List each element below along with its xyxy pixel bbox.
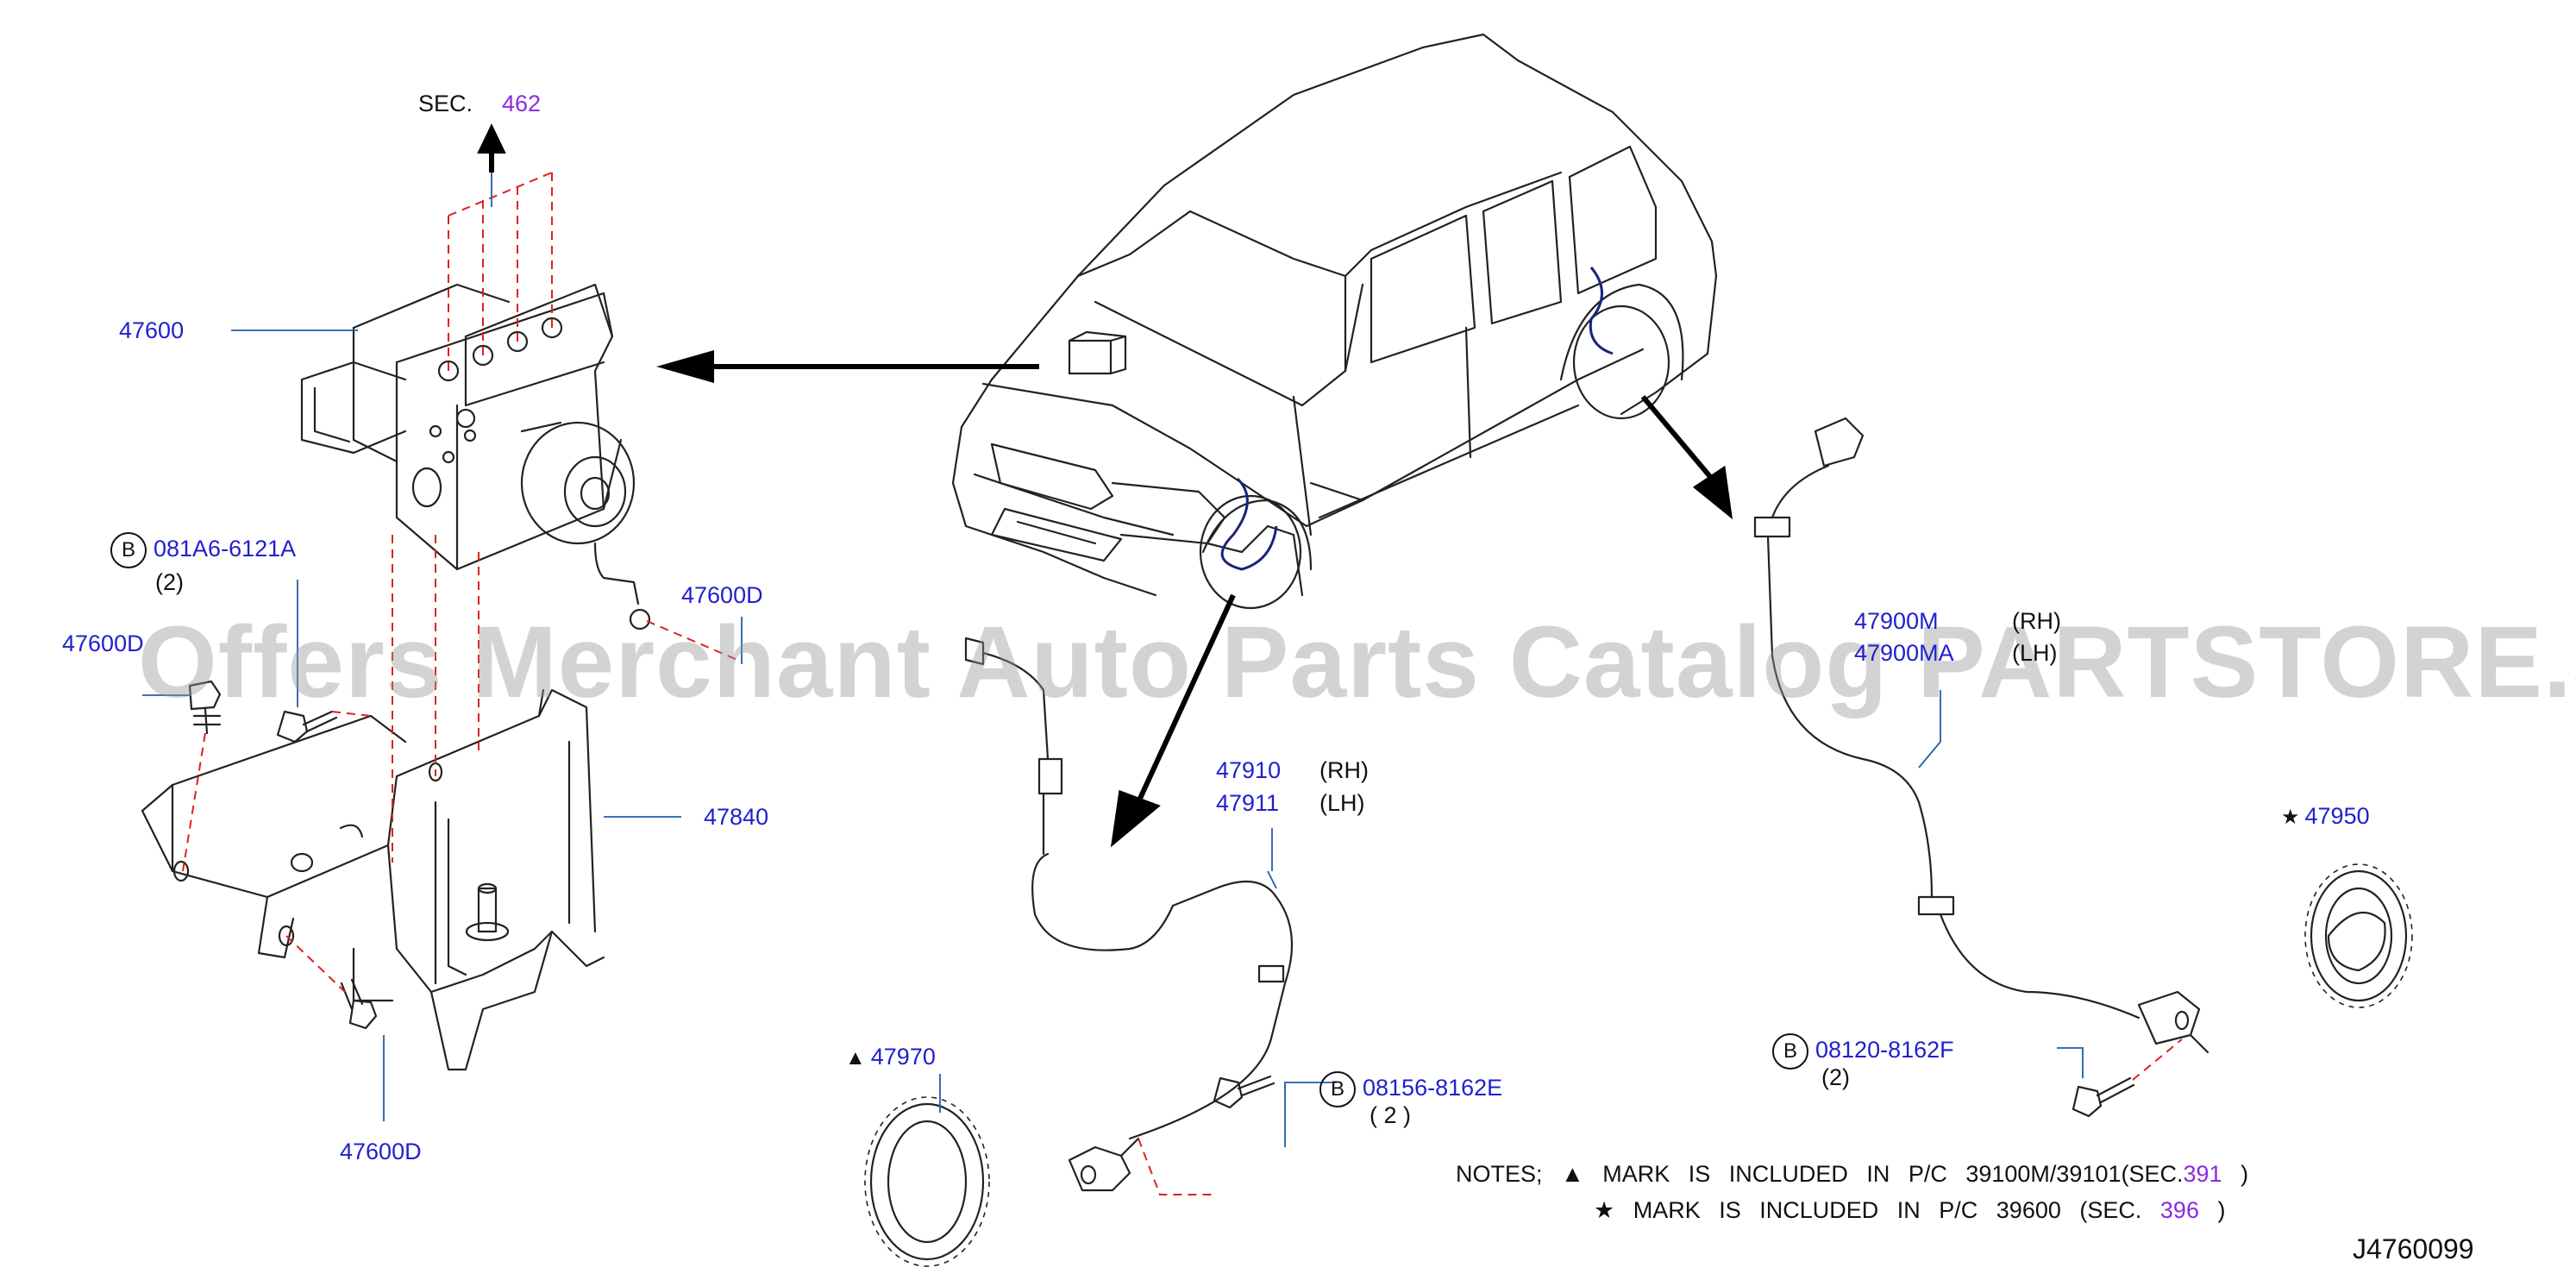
bolt-081A6-label: B 081A6-6121A (110, 532, 296, 568)
notes-line-1-text: MARK IS INCLUDED IN P/C 39100M/39101(SEC… (1602, 1161, 2184, 1187)
dashed-assembly-lines (182, 172, 2183, 1195)
part-47840-label[interactable]: 47840 (704, 804, 769, 830)
document-id: J4760099 (2353, 1233, 2474, 1264)
lh-47911-label: (LH) (1319, 790, 1365, 816)
star-mark-icon: ★ (2281, 806, 2300, 829)
notes-line-1-close: ) (2241, 1161, 2249, 1187)
qty-081A6-label: (2) (155, 569, 184, 595)
bolts (188, 680, 2135, 1118)
rh-47910-label: (RH) (1319, 757, 1369, 783)
part-47910-label[interactable]: 47910 (1216, 757, 1282, 783)
part-47600D-mid-label[interactable]: 47600D (681, 582, 763, 608)
b-marker-icon: B (1319, 1071, 1356, 1107)
b-marker-icon: B (110, 532, 147, 568)
qty-08120-label: (2) (1821, 1064, 1850, 1090)
part-47600D-left-label[interactable]: 47600D (62, 631, 144, 656)
rotor-47970-label: ▲47970 (845, 1045, 936, 1069)
vehicle-outline (951, 33, 1718, 610)
triangle-mark-icon: ▲ (1561, 1161, 1584, 1187)
sensor-rotors (869, 869, 2408, 1261)
watermark: Offers Merchant Auto Parts Catalog PARTS… (138, 605, 2576, 719)
b-marker-icon: B (1772, 1033, 1808, 1070)
part-47600D-bottom-label[interactable]: 47600D (340, 1139, 422, 1164)
part-47600-label[interactable]: 47600 (119, 317, 185, 343)
part-08120-label[interactable]: 08120-8162F (1815, 1037, 1954, 1064)
notes-line-2: ★ MARK IS INCLUDED IN P/C 39600 (SEC. 39… (1594, 1197, 2225, 1224)
sec-462-link[interactable]: 462 (502, 91, 542, 116)
rh-47900M-label: (RH) (2012, 608, 2061, 634)
lh-47900MA-label: (LH) (2012, 640, 2058, 666)
part-47950-label[interactable]: 47950 (2304, 803, 2370, 829)
part-081A6-label[interactable]: 081A6-6121A (154, 536, 297, 562)
sec-396-link[interactable]: 396 (2159, 1197, 2199, 1223)
part-47900MA-label[interactable]: 47900MA (1854, 640, 1954, 666)
qty-08156-label: ( 2 ) (1369, 1102, 1412, 1128)
front-wheel-sensor (964, 637, 1294, 1192)
rotor-47950-label: ★47950 (2281, 805, 2370, 828)
sec-391-link[interactable]: 391 (2183, 1161, 2222, 1187)
notes-line-2-close: ) (2217, 1197, 2226, 1223)
abs-actuator-unit (300, 283, 651, 631)
part-08156-label[interactable]: 08156-8162E (1363, 1075, 1503, 1101)
leader-lines (142, 173, 2084, 1147)
bolt-08156-label: B 08156-8162E (1319, 1071, 1502, 1107)
bolt-08120-label: B 08120-8162F (1772, 1033, 1954, 1070)
direction-arrows (477, 123, 1733, 848)
rotor-teeth (864, 863, 2413, 1267)
sec-prefix-label: SEC. (418, 91, 473, 116)
abs-bracket (141, 688, 605, 1071)
notes-prefix: NOTES; (1456, 1161, 1543, 1187)
part-47900M-label[interactable]: 47900M (1854, 608, 1939, 634)
star-mark-icon: ★ (1594, 1197, 1615, 1223)
triangle-mark-icon: ▲ (845, 1046, 866, 1070)
notes-line-1: NOTES; ▲ MARK IS INCLUDED IN P/C 39100M/… (1456, 1161, 2248, 1188)
part-47911-label[interactable]: 47911 (1216, 790, 1280, 816)
sensor-wire-highlights (1220, 267, 1614, 571)
part-47970-label[interactable]: 47970 (870, 1044, 936, 1070)
rear-wheel-sensor (1753, 417, 2209, 1054)
notes-line-2-text: MARK IS INCLUDED IN P/C 39600 (SEC. (1633, 1197, 2142, 1223)
